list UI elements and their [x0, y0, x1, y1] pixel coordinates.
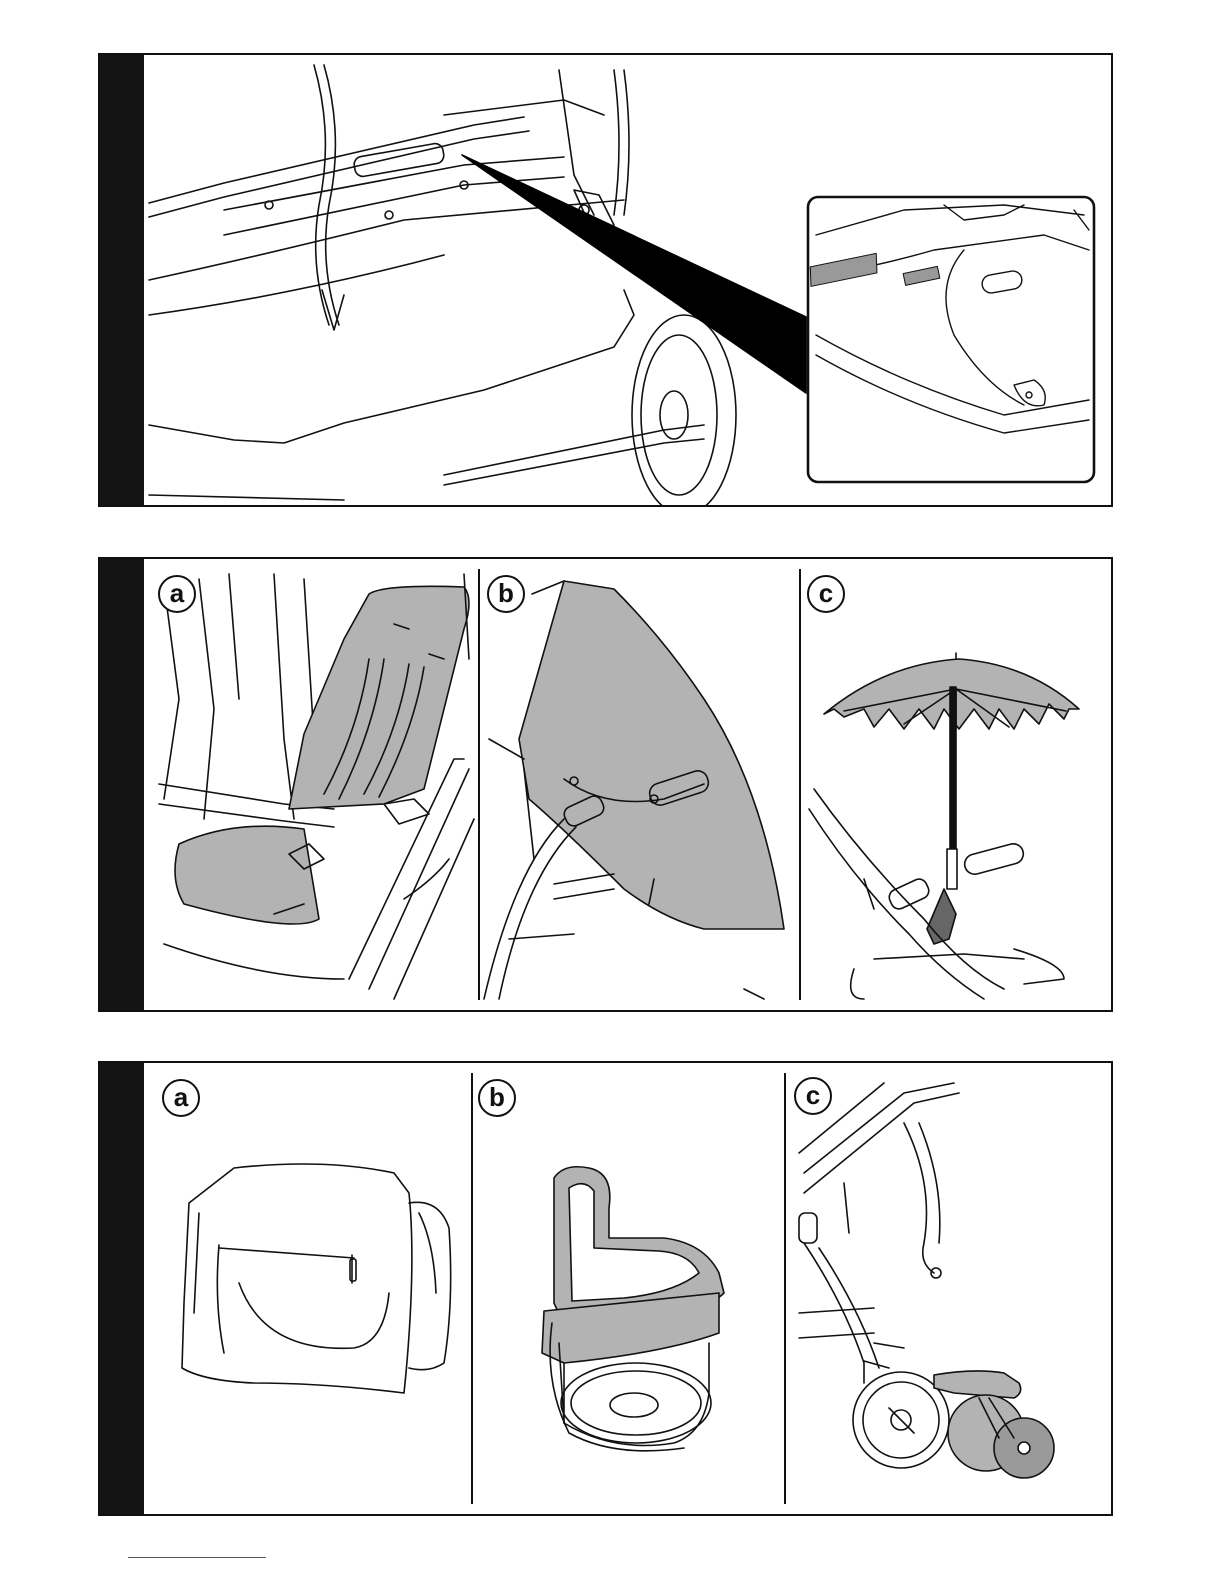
- stroller-underside-illustration: [144, 55, 1111, 505]
- subfigure-divider: [478, 569, 480, 1000]
- figure-panel-3: a b c: [98, 1061, 1113, 1516]
- figure-panel-2: a b c: [98, 557, 1113, 1012]
- subfigure-label-b: b: [487, 575, 525, 613]
- panel-tab-1: [100, 55, 144, 505]
- sun-shade-illustration: [484, 581, 784, 999]
- subfigure-label-c: c: [794, 1077, 832, 1115]
- figure-panel-1: [98, 53, 1113, 507]
- seat-liner-illustration: [159, 574, 474, 999]
- panel-tab-3: [100, 1063, 144, 1514]
- bag-illustration: [182, 1164, 451, 1393]
- panel-tab-2: [100, 559, 144, 1010]
- ride-on-board-illustration: [799, 1083, 1054, 1478]
- accessories-set-1-illustration: [144, 559, 1111, 1010]
- subfigure-divider: [471, 1073, 473, 1504]
- footer-link-underline[interactable]: [128, 1557, 266, 1558]
- subfigure-divider: [799, 569, 801, 1000]
- subfigure-label-a: a: [158, 575, 196, 613]
- cup-holder-illustration: [542, 1167, 724, 1451]
- parasol-illustration: [809, 653, 1079, 999]
- subfigure-label-c: c: [807, 575, 845, 613]
- subfigure-label-b: b: [478, 1079, 516, 1117]
- subfigure-label-a: a: [162, 1079, 200, 1117]
- subfigure-divider: [784, 1073, 786, 1504]
- accessories-set-2-illustration: [144, 1063, 1111, 1514]
